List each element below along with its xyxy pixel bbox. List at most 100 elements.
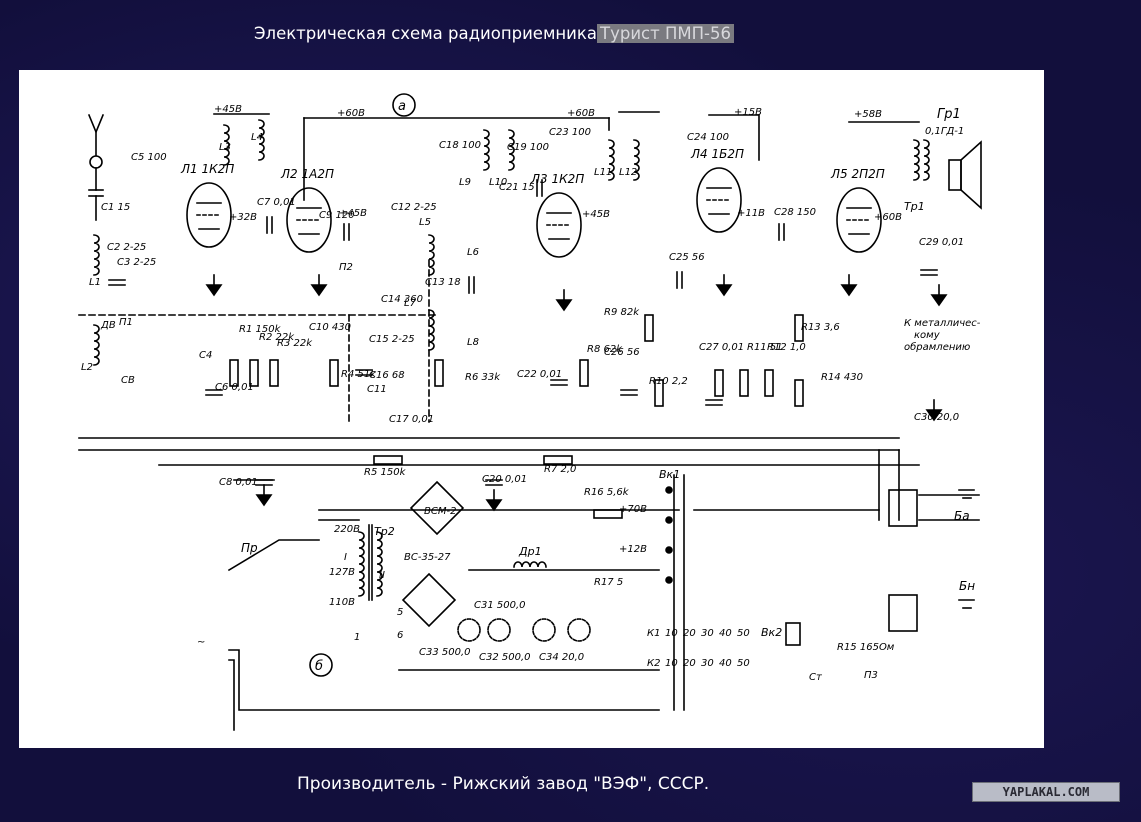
component-label: L12 [619, 167, 637, 178]
tube-label: Л5 2П2П [830, 167, 885, 181]
contact-label: 20 [683, 658, 696, 669]
component-label: С11 [367, 384, 387, 395]
component-label: ~ [197, 637, 205, 648]
component-label: С1 15 [101, 202, 130, 213]
switch-contact [665, 516, 673, 524]
wire [227, 539, 320, 572]
resistor-icon [714, 369, 724, 397]
component-label: R16 5,6k [584, 487, 630, 498]
component-label: С5 100 [131, 152, 167, 163]
component-label: С30 20,0 [914, 412, 959, 423]
wire [228, 649, 660, 711]
contact-label: 50 [737, 628, 750, 639]
voltage-label: +58В [854, 109, 882, 120]
component-label: L4 [251, 132, 263, 143]
resistor-icon [654, 379, 664, 407]
transformer-winding-icon [358, 531, 365, 597]
coil-icon [608, 139, 615, 181]
contact-label: 10 [665, 628, 678, 639]
component-label: П2 [339, 262, 353, 273]
tube-label: Л3 1К2П [530, 172, 584, 186]
transformer-label: Тр2 [374, 525, 395, 538]
component-label: С17 0,01 [389, 414, 434, 425]
component-label: L6 [467, 247, 479, 258]
component-label: С7 0,01 [257, 197, 296, 208]
tube-label: Л2 1А2П [280, 167, 334, 181]
component-label: С21 15 [499, 182, 535, 193]
component-label: СВ [121, 375, 135, 386]
choke-icon [513, 561, 547, 568]
voltage-label: +45В [582, 209, 610, 220]
caption: Производитель - Рижский завод "ВЭФ", ССС… [297, 774, 710, 794]
component-label: R15 165Ом [837, 642, 895, 653]
ground-icon [485, 499, 503, 512]
rectifier-label: ВС-35-27 [404, 552, 451, 563]
switch-label: Вк1 [659, 468, 680, 481]
voltage-label: +32В [229, 212, 257, 223]
component-label: П1 [119, 317, 133, 328]
electrolytic-capacitor-icon [457, 618, 481, 642]
battery-label: Ба [954, 509, 970, 523]
speaker-label: 0,1ГД-1 [925, 126, 964, 137]
component-label: R1 150k [239, 324, 282, 335]
component-label: С31 500,0 [474, 600, 526, 611]
component-label: R2 22k [259, 332, 295, 343]
note-label: обрамлению [904, 341, 970, 353]
ground-icon [840, 284, 858, 297]
voltage-label: +70В [619, 504, 647, 515]
component-label: С15 2-25 [369, 334, 415, 345]
section-marker-label: б [315, 659, 323, 674]
tap-label: 220В [334, 524, 360, 535]
watermark-badge: YAPLAKAL.COM [972, 782, 1120, 802]
coil-icon [633, 139, 640, 181]
voltage-label: +60В [874, 212, 902, 223]
component-label: L5 [419, 217, 431, 228]
component-label: С10 430 [309, 322, 351, 333]
component-label: С13 18 [425, 277, 461, 288]
component-label: С23 100 [549, 127, 591, 138]
component-label: L8 [467, 337, 479, 348]
component-label: С3 2-25 [117, 257, 156, 268]
component-label: С24 100 [687, 132, 729, 143]
component-label: 1 [354, 632, 360, 643]
component-label: С33 500,0 [419, 647, 471, 658]
component-label: L7 [404, 298, 417, 309]
switch-contact [665, 546, 673, 554]
component-label: С2 2-25 [107, 242, 146, 253]
component-label: С9 120 [319, 210, 355, 221]
component-label: Ст [809, 672, 823, 683]
note-label: кому [914, 330, 941, 341]
antenna-jack-icon [89, 155, 103, 169]
tube-label: Л4 1Б2П [690, 147, 744, 161]
component-label: С32 500,0 [479, 652, 531, 663]
component-label: С19 100 [507, 142, 549, 153]
coil-icon [428, 309, 435, 351]
rectifier-bridge-icon [409, 480, 465, 536]
component-label: I [344, 552, 347, 563]
component-label: 6 [397, 630, 403, 641]
contact-label: 20 [683, 628, 696, 639]
contact-label: 30 [701, 628, 714, 639]
component-label: С12 2-25 [391, 202, 437, 213]
resistor-icon [644, 314, 654, 342]
component-label: L11 [594, 167, 612, 178]
tap-label: 127В [329, 567, 355, 578]
section-marker-icon [392, 93, 416, 117]
component-label: С26 56 [604, 347, 640, 358]
contact-label: 40 [719, 658, 732, 669]
voltage-label: +11В [737, 208, 765, 219]
transformer-label: Тр1 [904, 200, 925, 213]
electrolytic-capacitor-icon [532, 618, 556, 642]
coil-icon [913, 139, 920, 181]
component-label: С20 0,01 [482, 474, 527, 485]
wire [228, 659, 235, 731]
coil-icon [923, 139, 930, 181]
coil-icon [428, 234, 435, 276]
voltage-label: +45В [214, 104, 242, 115]
battery-switch-icon [888, 594, 918, 632]
component-label: R5 150k [364, 467, 407, 478]
ground-icon [255, 494, 273, 507]
switch-icon [785, 622, 801, 646]
